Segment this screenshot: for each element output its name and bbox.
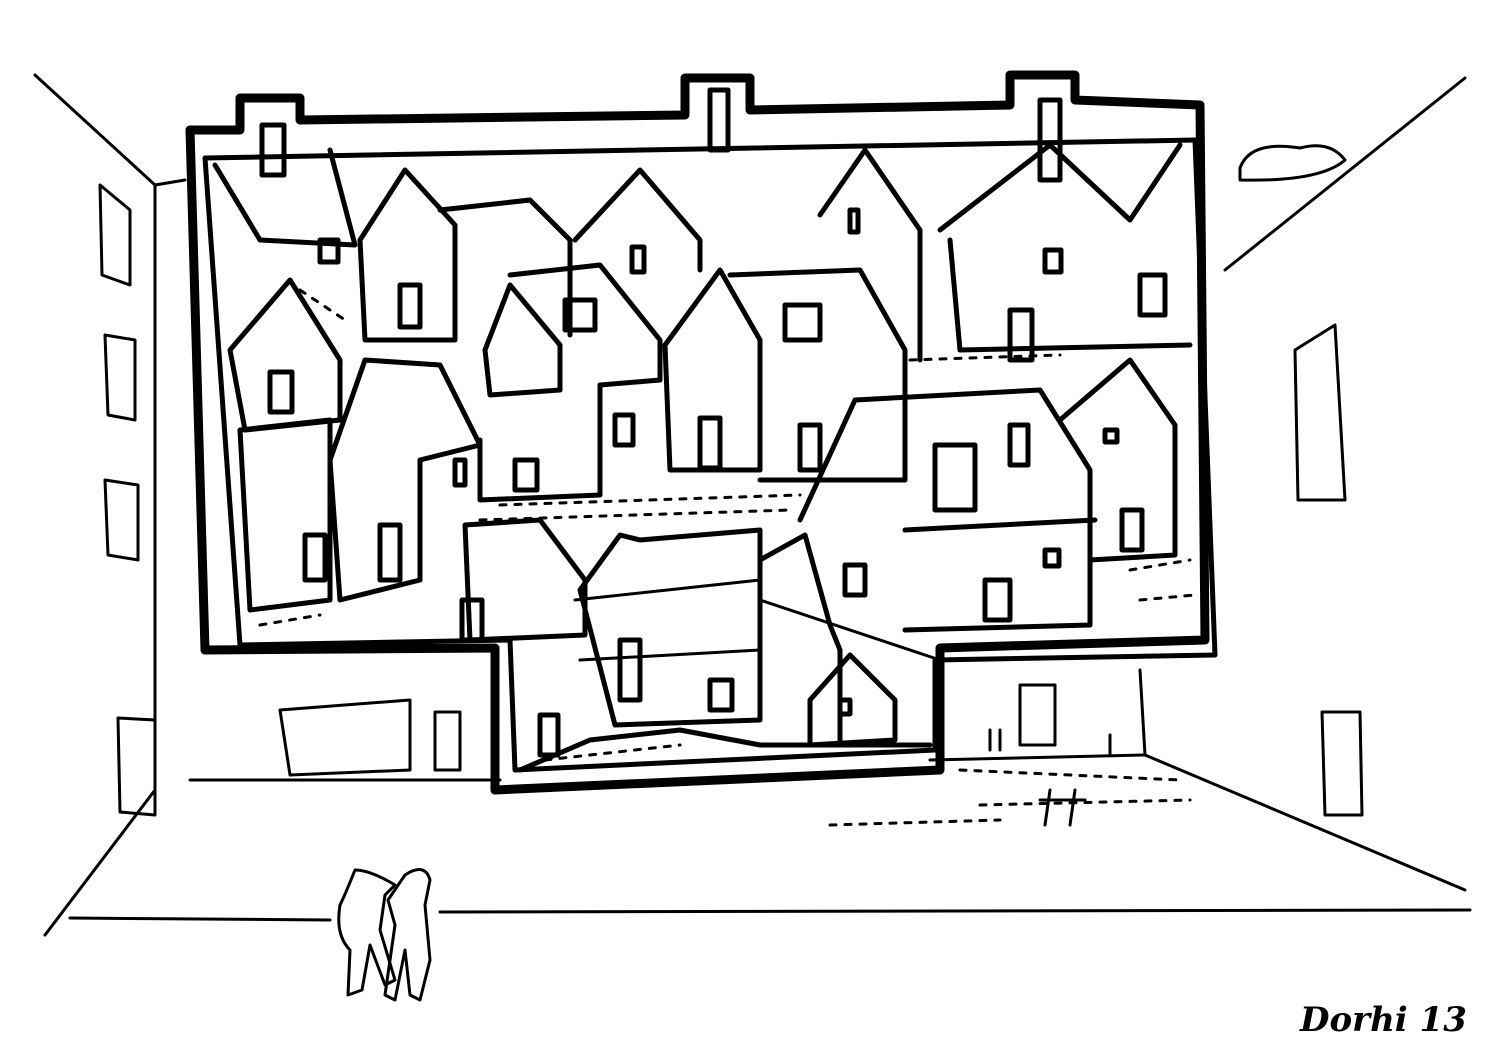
mural-frame <box>185 70 1218 795</box>
background-people <box>988 728 1112 827</box>
courtyard-walls <box>33 73 1472 937</box>
mural-houses <box>212 142 1193 773</box>
lower-facade-openings <box>278 683 1057 777</box>
side-windows <box>98 183 1364 817</box>
mural-windows <box>259 87 1168 758</box>
roof-texture <box>258 288 1197 827</box>
artist-signature: Dorhi 13 <box>1300 1000 1467 1040</box>
foreground-people <box>337 868 432 1002</box>
